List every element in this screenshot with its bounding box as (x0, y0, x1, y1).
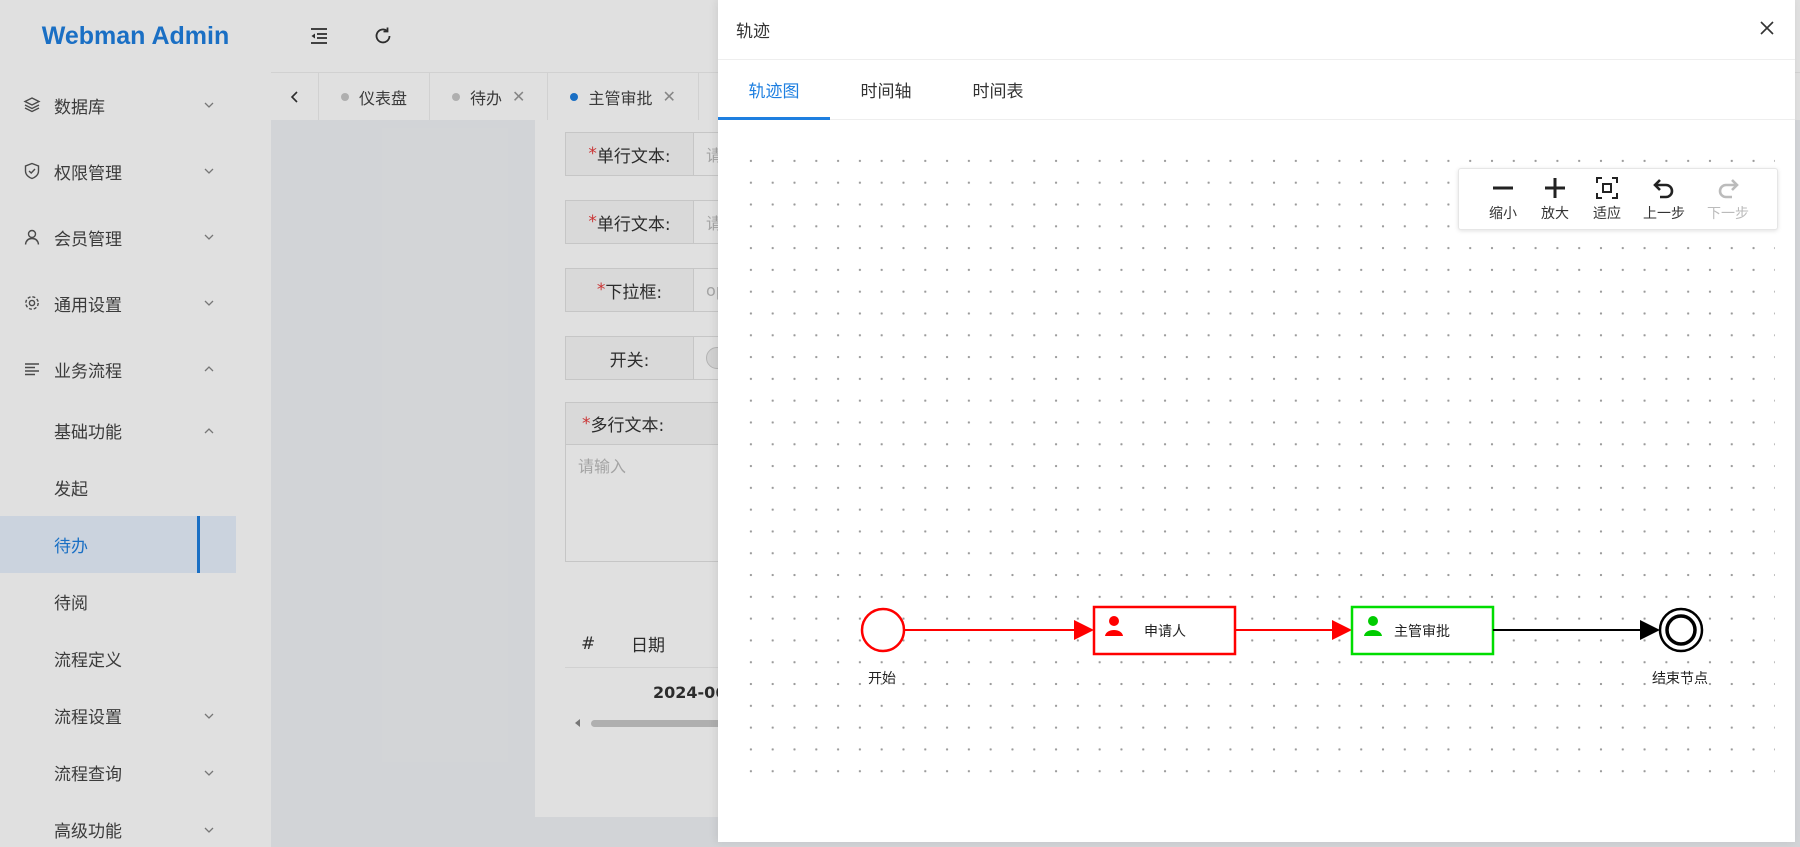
scrollbar-thumb[interactable] (591, 720, 791, 727)
redo-button[interactable]: 下一步 (1695, 175, 1761, 223)
gear-icon (22, 293, 42, 313)
tab-track-diagram[interactable]: 轨迹图 (718, 59, 830, 120)
tab-dot (452, 92, 461, 101)
sidebar-subitem-advanced[interactable]: 高级功能 (0, 801, 271, 847)
node-label: 结束节点 (1652, 671, 1708, 687)
tab-close-icon[interactable]: ✕ (662, 87, 676, 106)
table-header-cell: 日期 (631, 636, 665, 656)
form-label: *下拉框: (566, 269, 694, 311)
close-icon[interactable] (1757, 18, 1777, 38)
sidebar-subitem-todo[interactable]: 待办 (0, 516, 236, 573)
sidebar-item-settings[interactable]: 通用设置 (0, 270, 271, 336)
node-label: 申请人 (1144, 624, 1186, 640)
sidebar-item-permissions[interactable]: 权限管理 (0, 138, 271, 204)
refresh-icon[interactable] (371, 24, 395, 48)
diagram-toolbar: 缩小 放大 适应 上一步 下一步 (1458, 168, 1778, 230)
sidebar-subitem-label: 待办 (54, 537, 88, 557)
sidebar-subitem-basic[interactable]: 基础功能 (0, 402, 271, 459)
sidebar-subitem-label: 基础功能 (54, 423, 122, 443)
horizontal-scrollbar[interactable] (565, 716, 1185, 730)
chevron-down-icon (204, 102, 214, 108)
textarea-input[interactable]: 请输入 (578, 457, 627, 476)
sidebar-subitem-process-def[interactable]: 流程定义 (0, 630, 271, 687)
chevron-down-icon (204, 234, 214, 240)
shield-icon (22, 161, 42, 181)
sidebar-item-label: 数据库 (54, 97, 105, 118)
chevron-left-icon (290, 90, 298, 103)
sidebar: Webman Admin 数据库 权限管理 会员管理 通用设置 业务流程 (0, 0, 271, 847)
tab-manager-approval[interactable]: 主管审批 ✕ (548, 72, 699, 121)
drawer-tabs: 轨迹图 时间轴 时间表 (718, 60, 1795, 120)
sidebar-item-database[interactable]: 数据库 (0, 72, 271, 138)
table-cell: 2024-06- (653, 682, 734, 702)
drawer-title: 轨迹 (736, 22, 770, 42)
form-label: *单行文本: (566, 201, 694, 243)
chevron-down-icon (204, 713, 214, 719)
collapse-menu-icon[interactable] (307, 24, 331, 48)
layers-icon (22, 95, 42, 115)
tab-label: 待办 (470, 88, 503, 108)
tab-dashboard[interactable]: 仪表盘 (319, 72, 431, 121)
scroll-left-icon[interactable] (573, 716, 583, 730)
sidebar-subitem-label: 高级功能 (54, 822, 122, 842)
drawer-header: 轨迹 (718, 0, 1795, 60)
sidebar-item-workflow[interactable]: 业务流程 (0, 336, 271, 402)
zoom-in-button[interactable]: 放大 (1529, 175, 1581, 223)
form-row: *单行文本: 请 (565, 132, 1185, 176)
track-drawer: 轨迹 轨迹图 时间轴 时间表 缩小 放大 适应 上一步 下一步 (718, 0, 1795, 842)
sidebar-subitem-launch[interactable]: 发起 (0, 459, 271, 516)
tab-todo[interactable]: 待办 ✕ (430, 72, 549, 121)
table-row: 2024-06- (565, 668, 1185, 716)
toolbar-label: 缩小 (1489, 206, 1517, 222)
node-label: 主管审批 (1394, 624, 1450, 640)
list-icon (22, 359, 42, 379)
sidebar-item-members[interactable]: 会员管理 (0, 204, 271, 270)
tab-label: 仪表盘 (359, 88, 408, 108)
zoom-out-button[interactable]: 缩小 (1477, 175, 1529, 223)
sidebar-item-label: 权限管理 (54, 163, 122, 184)
tab-label: 主管审批 (588, 88, 653, 108)
tab-dot (570, 92, 579, 101)
chevron-up-icon (204, 427, 214, 433)
user-icon (22, 227, 42, 247)
fit-icon (1596, 177, 1618, 199)
sidebar-item-label: 业务流程 (54, 361, 122, 382)
toolbar-label: 上一步 (1643, 206, 1685, 222)
chevron-down-icon (204, 770, 214, 776)
chevron-down-icon (204, 827, 214, 833)
sidebar-subitem-label: 流程定义 (54, 651, 122, 671)
tab-timeline[interactable]: 时间轴 (860, 81, 912, 102)
undo-button[interactable]: 上一步 (1633, 175, 1695, 223)
sidebar-subitem-label: 发起 (54, 480, 88, 500)
tab-close-icon[interactable]: ✕ (512, 87, 526, 106)
sidebar-item-label: 会员管理 (54, 229, 122, 250)
flow-canvas[interactable] (740, 150, 1775, 780)
sidebar-item-label: 通用设置 (54, 295, 122, 316)
sidebar-subitem-process-settings[interactable]: 流程设置 (0, 687, 271, 744)
form-label: *单行文本: (566, 133, 694, 175)
form-label: 开关: (566, 337, 694, 379)
toolbar-label: 放大 (1541, 206, 1569, 222)
tabs-scroll-left-button[interactable] (271, 72, 319, 121)
plus-icon (1545, 178, 1565, 198)
tab-dot (341, 92, 349, 101)
chevron-up-icon (204, 366, 214, 372)
table-header-cell: # (581, 633, 596, 654)
undo-icon (1653, 179, 1674, 199)
sidebar-subitem-label: 流程查询 (54, 765, 122, 785)
app-logo: Webman Admin (41, 21, 230, 50)
toolbar-label: 下一步 (1707, 206, 1749, 222)
chevron-down-icon (204, 168, 214, 174)
redo-icon (1718, 179, 1739, 199)
toolbar-label: 适应 (1593, 206, 1621, 222)
chevron-down-icon (204, 300, 214, 306)
minus-icon (1493, 186, 1513, 190)
node-label: 开始 (868, 671, 896, 687)
sidebar-subitem-toread[interactable]: 待阅 (0, 573, 271, 630)
sidebar-subitem-process-query[interactable]: 流程查询 (0, 744, 271, 801)
sidebar-subitem-label: 待阅 (54, 594, 88, 614)
fit-view-button[interactable]: 适应 (1581, 175, 1633, 223)
tab-time-table[interactable]: 时间表 (972, 81, 1024, 102)
sidebar-subitem-label: 流程设置 (54, 708, 122, 728)
